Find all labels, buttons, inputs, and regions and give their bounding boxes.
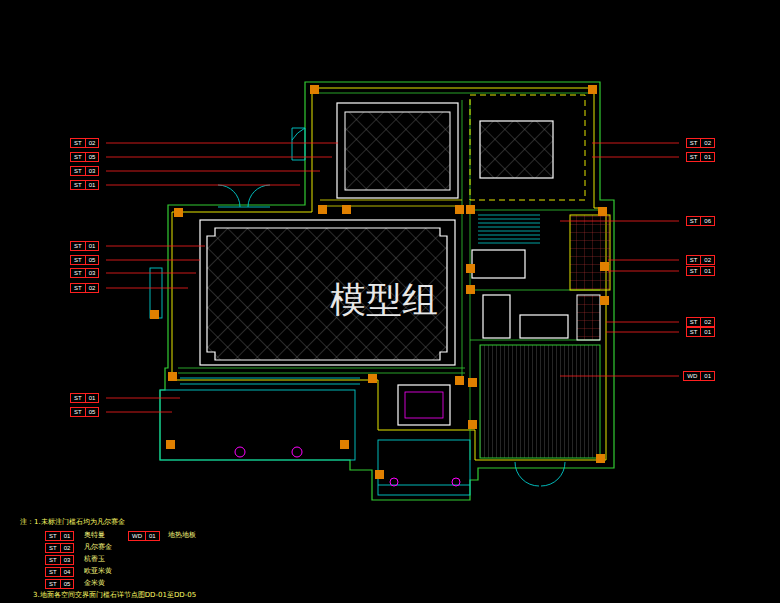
material-tag: ST02 bbox=[45, 543, 74, 553]
material-tag: ST01 bbox=[70, 241, 99, 251]
tag-code: ST bbox=[687, 318, 701, 326]
material-tag: ST02 bbox=[70, 283, 99, 293]
tag-code: ST bbox=[687, 256, 701, 264]
tag-code: ST bbox=[71, 269, 85, 277]
tag-code: ST bbox=[687, 328, 701, 336]
tag-code: ST bbox=[71, 394, 85, 402]
material-tag: ST01 bbox=[686, 152, 715, 162]
tag-code: ST bbox=[71, 242, 85, 250]
leader-lines bbox=[106, 143, 679, 412]
material-tag: WD01 bbox=[683, 371, 715, 381]
tag-code: ST bbox=[71, 284, 85, 292]
material-tag: ST01 bbox=[45, 531, 74, 541]
tag-code: ST bbox=[71, 139, 85, 147]
material-tag: ST02 bbox=[686, 255, 715, 265]
note-text: 金米黄 bbox=[84, 578, 105, 588]
material-tag: ST02 bbox=[686, 317, 715, 327]
tag-code: 06 bbox=[700, 217, 714, 225]
tag-code: 01 bbox=[85, 394, 99, 402]
tag-code: 01 bbox=[85, 181, 99, 189]
tag-code: 05 bbox=[60, 580, 74, 588]
tag-code: 03 bbox=[85, 269, 99, 277]
watermark: 模型组 bbox=[330, 276, 438, 325]
tag-code: ST bbox=[71, 153, 85, 161]
material-tag: ST01 bbox=[70, 180, 99, 190]
material-tag: ST03 bbox=[45, 555, 74, 565]
material-tag: ST05 bbox=[70, 255, 99, 265]
columns bbox=[150, 85, 609, 479]
tag-code: ST bbox=[687, 267, 701, 275]
material-tag: ST02 bbox=[686, 138, 715, 148]
material-tag: ST05 bbox=[70, 152, 99, 162]
material-tag: ST04 bbox=[45, 567, 74, 577]
material-tag: ST03 bbox=[70, 166, 99, 176]
tag-code: 05 bbox=[85, 153, 99, 161]
material-tag: ST06 bbox=[686, 216, 715, 226]
tag-code: ST bbox=[46, 532, 60, 540]
walls bbox=[160, 82, 614, 500]
tag-code: 01 bbox=[700, 153, 714, 161]
tag-code: 02 bbox=[700, 256, 714, 264]
tag-code: ST bbox=[46, 544, 60, 552]
note-text: 杭香玉 bbox=[84, 554, 105, 564]
note-text: 地热地板 bbox=[168, 530, 196, 540]
note-text: 3.地面各空间交界面门槛石详节点图DD-01至DD-05 bbox=[33, 590, 196, 600]
material-tag: ST05 bbox=[70, 407, 99, 417]
tag-code: WD bbox=[684, 372, 700, 380]
note-text: 注：1.未标注门槛石均为凡尔赛金 bbox=[20, 517, 125, 527]
tag-code: ST bbox=[71, 181, 85, 189]
tag-code: 01 bbox=[85, 242, 99, 250]
tag-code: ST bbox=[46, 556, 60, 564]
material-tag: ST01 bbox=[686, 327, 715, 337]
tag-code: 03 bbox=[60, 556, 74, 564]
tag-code: 02 bbox=[700, 139, 714, 147]
note-text: 凡尔赛金 bbox=[84, 542, 112, 552]
note-text: 欧亚米黄 bbox=[84, 566, 112, 576]
material-tag: ST02 bbox=[70, 138, 99, 148]
rooms bbox=[200, 95, 610, 458]
tag-code: 01 bbox=[60, 532, 74, 540]
tag-code: ST bbox=[46, 580, 60, 588]
tag-code: ST bbox=[687, 153, 701, 161]
material-tag: WD01 bbox=[128, 531, 160, 541]
material-tag: ST03 bbox=[70, 268, 99, 278]
tag-code: 02 bbox=[85, 284, 99, 292]
tag-code: ST bbox=[687, 217, 701, 225]
tag-code: ST bbox=[71, 408, 85, 416]
tag-code: 04 bbox=[60, 568, 74, 576]
tag-code: 05 bbox=[85, 408, 99, 416]
tag-code: 01 bbox=[700, 372, 714, 380]
tag-code: 02 bbox=[85, 139, 99, 147]
tag-code: 03 bbox=[85, 167, 99, 175]
tag-code: ST bbox=[46, 568, 60, 576]
material-tag: ST01 bbox=[70, 393, 99, 403]
tag-code: WD bbox=[129, 532, 145, 540]
note-text: 奥特曼 bbox=[84, 530, 105, 540]
doors-windows bbox=[150, 128, 565, 495]
fixtures bbox=[235, 447, 460, 486]
tag-code: 01 bbox=[145, 532, 159, 540]
tag-code: 02 bbox=[700, 318, 714, 326]
tag-code: ST bbox=[71, 256, 85, 264]
tag-code: 01 bbox=[700, 267, 714, 275]
tag-code: 01 bbox=[700, 328, 714, 336]
tag-code: 05 bbox=[85, 256, 99, 264]
material-tag: ST05 bbox=[45, 579, 74, 589]
tag-code: ST bbox=[71, 167, 85, 175]
stair bbox=[478, 215, 540, 243]
tag-code: 02 bbox=[60, 544, 74, 552]
material-tag: ST01 bbox=[686, 266, 715, 276]
tag-code: ST bbox=[687, 139, 701, 147]
